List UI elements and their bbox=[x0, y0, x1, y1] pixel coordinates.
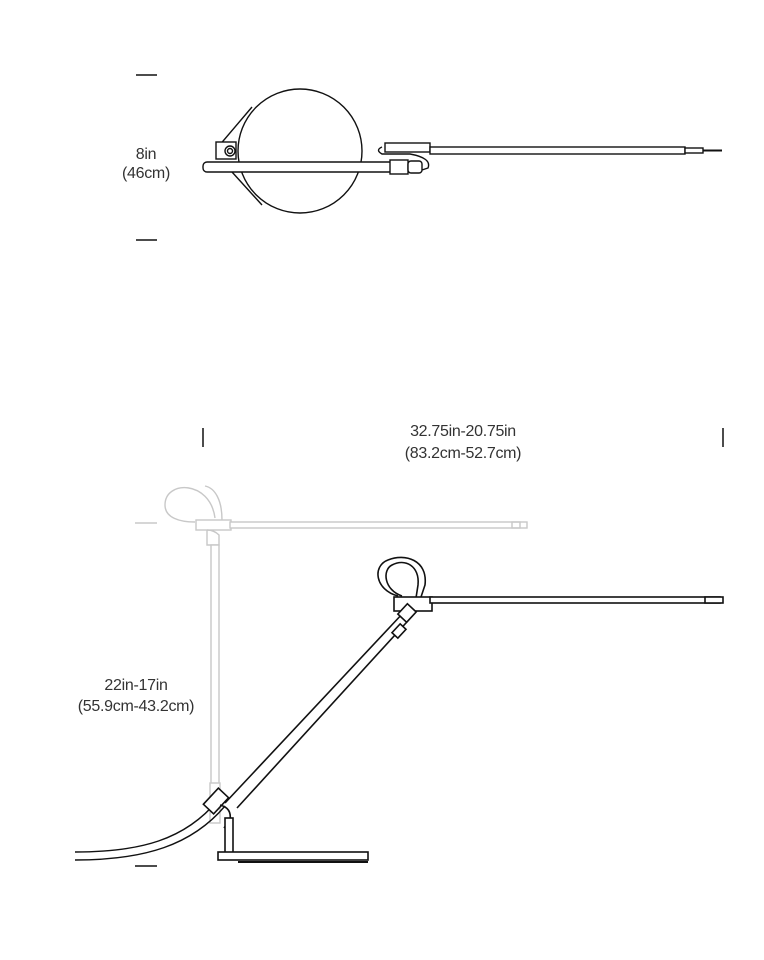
side-view-lamp bbox=[74, 556, 724, 867]
top-arm bbox=[429, 146, 686, 155]
reach-dimension-cm: (83.2cm-52.7cm) bbox=[404, 445, 522, 462]
lamp-base bbox=[217, 851, 369, 861]
top-view-drawing bbox=[136, 74, 722, 241]
side-arm bbox=[429, 596, 721, 604]
top-view-dimension-cm: (46cm) bbox=[122, 165, 170, 182]
lamp-base-disc bbox=[237, 88, 363, 214]
reach-markers bbox=[202, 428, 724, 447]
height-dimension-cm: (55.9cm-43.2cm) bbox=[77, 698, 195, 715]
height-dimension-in: 22in-17in bbox=[104, 677, 168, 694]
ghost-lamp-position bbox=[135, 485, 528, 824]
top-view-dimension-in: 8in bbox=[135, 146, 157, 163]
power-cord bbox=[74, 799, 219, 853]
top-rod bbox=[202, 161, 394, 173]
head-loop bbox=[377, 556, 426, 601]
reach-dimension-in: 32.75in-20.75in bbox=[410, 423, 516, 440]
